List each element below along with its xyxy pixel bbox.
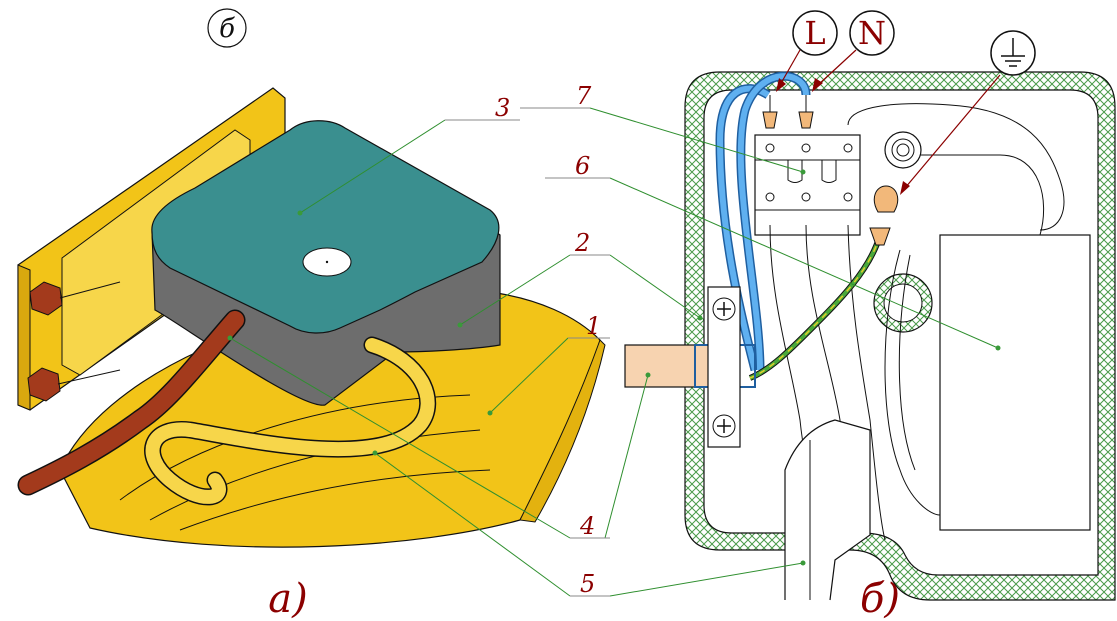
device-cap (151, 120, 500, 334)
top-label: б (207, 8, 247, 48)
part-number-3: 3 (495, 94, 510, 122)
cable-outlet (784, 419, 871, 601)
ground-callout (900, 30, 1036, 195)
caption-b: б) (860, 576, 900, 621)
part-number-4: 4 (579, 512, 595, 540)
figure-b: L N (624, 10, 1116, 601)
part-number-6: 6 (575, 152, 590, 180)
part-number-7: 7 (576, 82, 592, 110)
top-label-text: б (219, 14, 235, 44)
ground-icon (1001, 38, 1025, 67)
caption-a: а) (268, 576, 307, 621)
terminal-block (754, 134, 861, 236)
part-number-1: 1 (586, 312, 601, 340)
clamp-screw-bottom (712, 414, 736, 438)
clamp-screw-top (712, 297, 736, 321)
neutral-callout: N (812, 10, 895, 92)
figure-a (17, 87, 606, 548)
ground-stud (884, 131, 922, 169)
bolt-upper (29, 281, 63, 316)
part-numbers: 3 7 6 2 1 4 5 (495, 82, 601, 598)
part-number-5: 5 (580, 570, 595, 598)
leaders (227, 107, 1001, 597)
part-number-2: 2 (574, 229, 590, 257)
neutral-label: N (858, 14, 886, 52)
live-callout: L (776, 10, 838, 92)
electronics-module (939, 234, 1091, 531)
live-label: L (804, 14, 825, 52)
bolt-lower (27, 367, 61, 402)
